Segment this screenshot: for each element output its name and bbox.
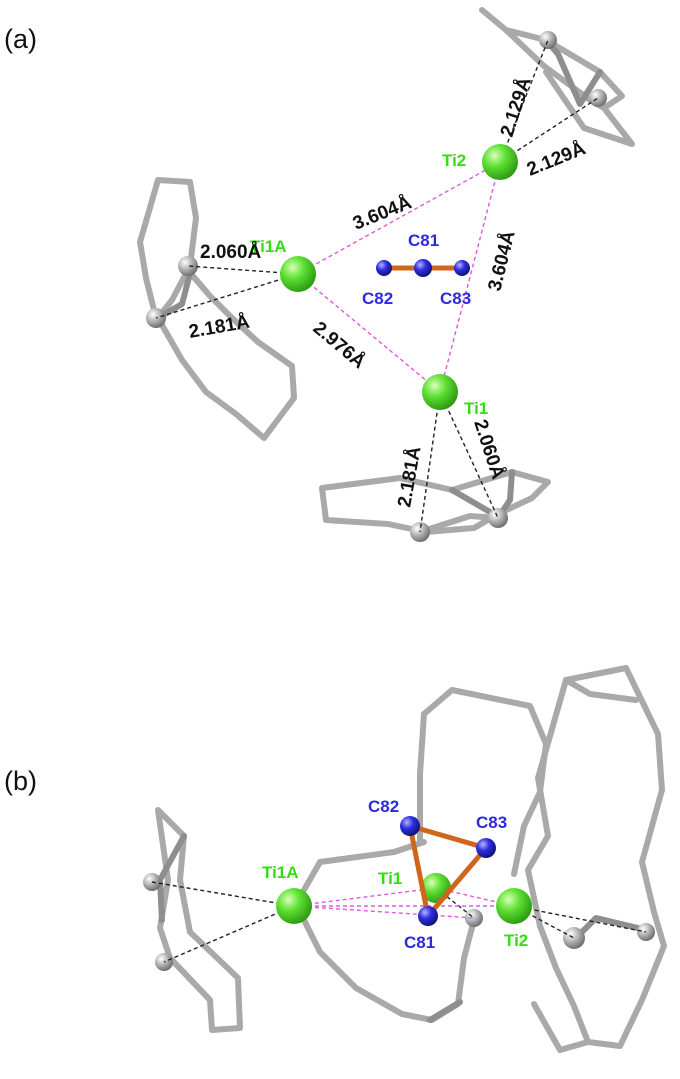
ring-bottom: [319, 469, 551, 542]
ring-centroid-atom: [589, 89, 607, 107]
c3-unit: [376, 259, 470, 277]
ring-centroid-atom: [539, 31, 557, 49]
label-ti1a: Ti1A: [262, 863, 299, 882]
panel-b: (b): [4, 665, 667, 1053]
label-c81: C81: [404, 933, 435, 952]
label-ti1: Ti1: [464, 399, 488, 418]
ring-b-left: [143, 807, 243, 1033]
distance-ti1a-ring-upper: 2.060Å: [200, 242, 262, 263]
ring-centroid-atom: [465, 909, 483, 927]
label-c81: C81: [408, 231, 439, 250]
distance-ti1-ring-right: 2.060Å: [469, 417, 508, 482]
carbon-atom-c82: [400, 816, 420, 836]
distance-ti1a-ti1: 2.976Å: [309, 318, 370, 374]
ring-top-right: [479, 7, 635, 147]
c3-triangle: [400, 816, 496, 926]
label-c83: C83: [476, 813, 507, 832]
panel-b-label: (b): [4, 766, 37, 796]
carbon-atom-c81: [414, 259, 432, 277]
carbon-atom-c81: [418, 906, 438, 926]
titanium-atom-ti1a: [280, 256, 316, 292]
label-c82: C82: [362, 289, 393, 308]
label-ti2: Ti2: [504, 931, 528, 950]
distance-ti1-ring-left: 2.181Å: [394, 445, 425, 509]
ring-left: [137, 177, 297, 441]
label-ti1: Ti1: [378, 869, 402, 888]
ring-centroid-atom: [488, 508, 508, 528]
ti-ring-contacts: [155, 39, 599, 533]
titanium-atom-ti2: [482, 144, 518, 180]
ring-centroid-atom: [563, 927, 585, 949]
distance-ti2-ti1: 3.604Å: [484, 228, 519, 293]
label-ti2: Ti2: [442, 151, 466, 170]
label-c82: C82: [368, 797, 399, 816]
carbon-atom-c83: [476, 838, 496, 858]
label-c83: C83: [440, 289, 471, 308]
titanium-atom-ti1: [422, 374, 458, 410]
titanium-atom-ti2: [496, 888, 532, 924]
distance-ti2-ring-upper: 2.129Å: [497, 75, 536, 140]
carbon-atom-c83: [454, 260, 470, 276]
panel-a: (a): [4, 7, 635, 542]
panel-a-label: (a): [4, 24, 37, 54]
ring-b-right: [465, 665, 667, 1053]
distance-ti1a-ring-lower: 2.181Å: [187, 312, 251, 343]
carbon-atom-c82: [376, 260, 392, 276]
titanium-atom-ti1a: [276, 888, 312, 924]
ring-centroid-atom: [178, 256, 198, 276]
ring-centroid-atom: [143, 873, 161, 891]
label-ti1a: Ti1A: [250, 237, 287, 256]
distance-ti2-ring-lower: 2.129Å: [524, 138, 589, 181]
ring-b-center: [293, 687, 549, 1023]
ti-ring-contacts-b: [151, 881, 647, 963]
ti-ti-contacts: [297, 161, 501, 393]
distance-ti1a-ti2: 3.604Å: [350, 192, 415, 235]
